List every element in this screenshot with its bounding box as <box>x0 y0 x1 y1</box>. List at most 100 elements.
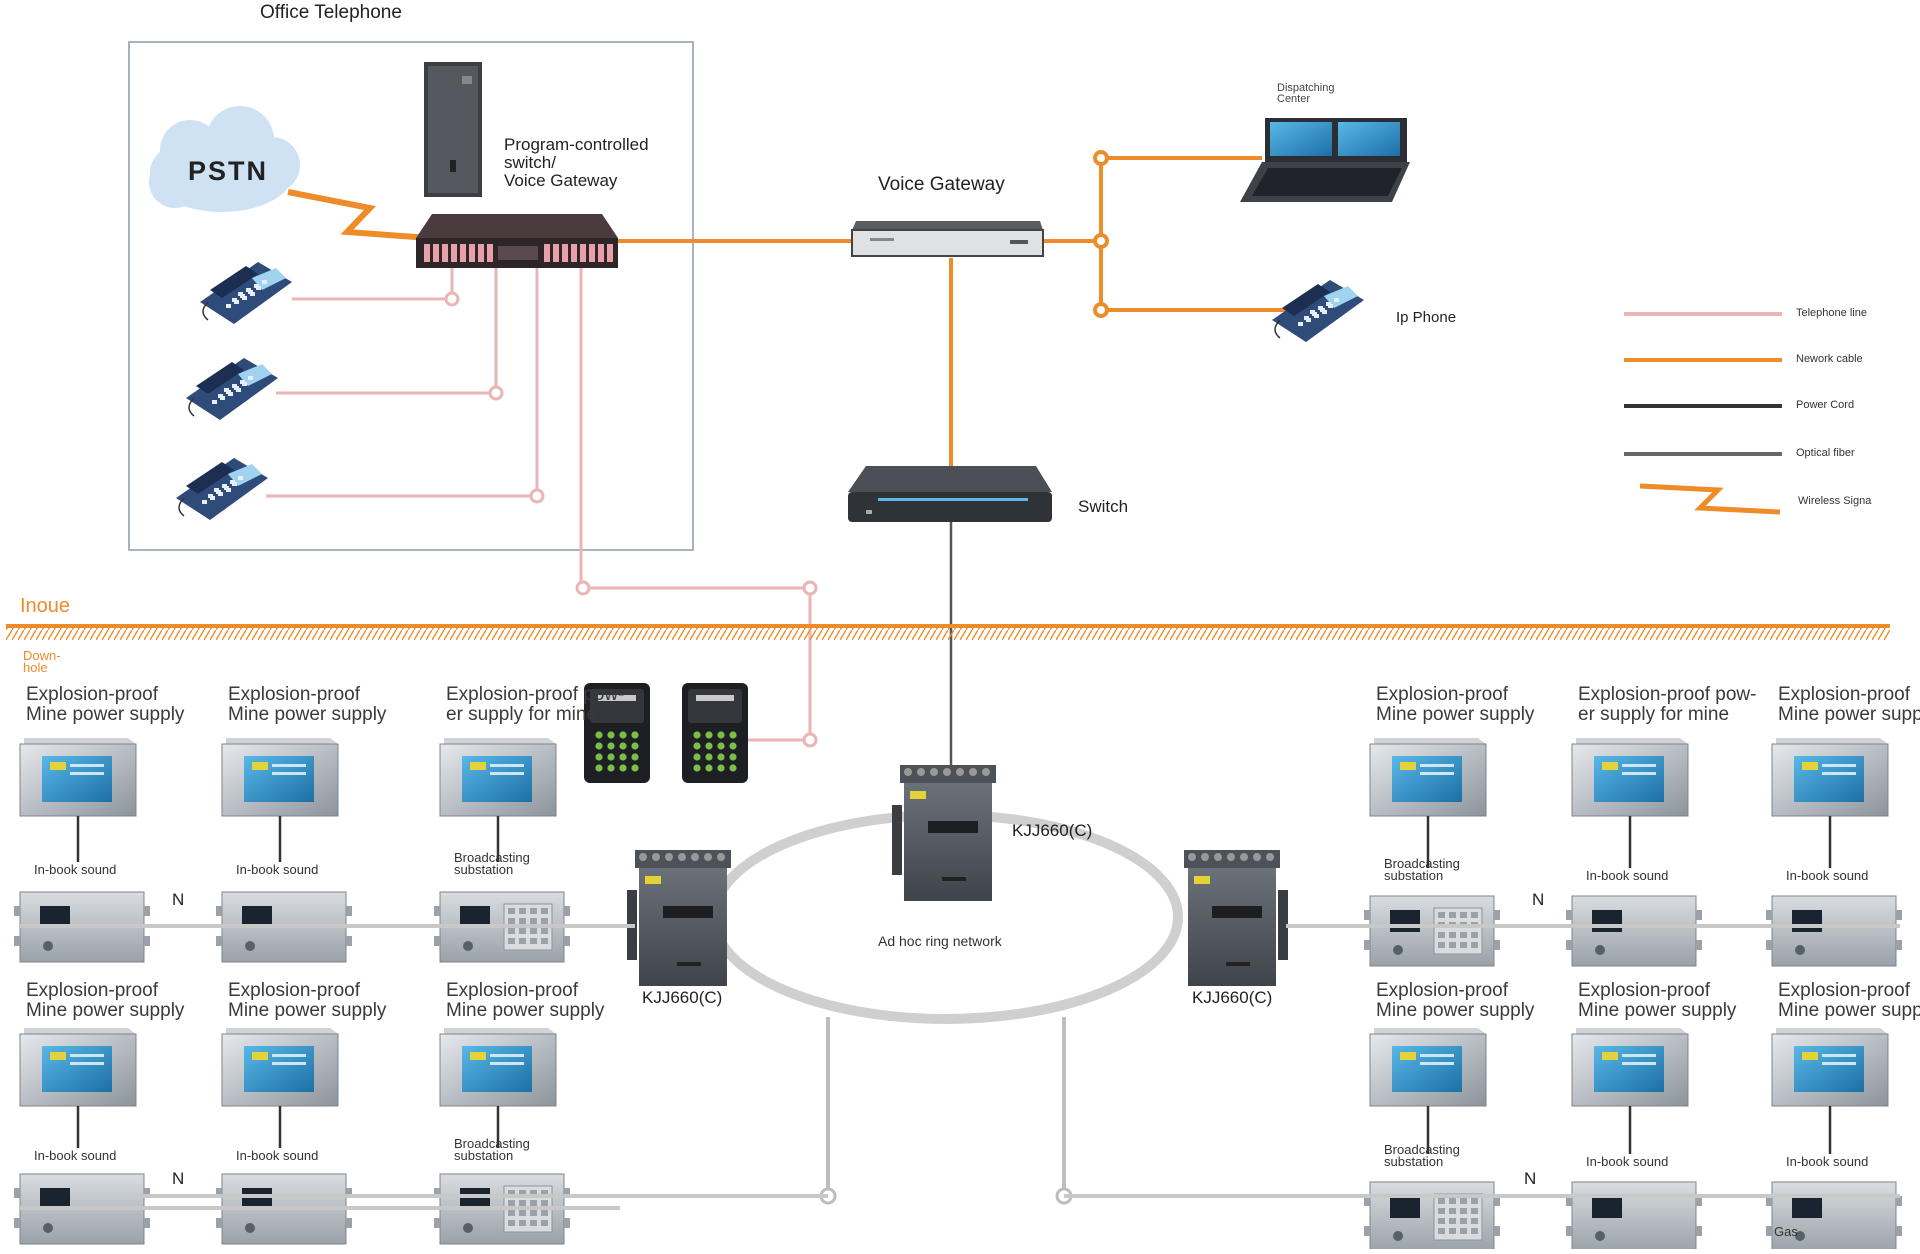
power-supply-label: Mine power supply <box>228 1000 387 1021</box>
power-supply-label: Mine power supply <box>26 704 185 725</box>
power-supply-label: Mine power supply <box>1376 704 1535 725</box>
gas-label: Gas <box>1774 1224 1798 1239</box>
power-supply-device <box>1771 1028 1889 1107</box>
ring-links <box>826 1017 1066 1196</box>
pbx-port <box>451 244 457 262</box>
legend-swatch <box>1639 483 1781 515</box>
power-supply-device <box>221 1028 339 1107</box>
ip-phone-icon <box>1272 280 1364 342</box>
dispatching-label-line-2: Center <box>1277 93 1310 105</box>
power-supply-device <box>19 738 137 817</box>
office-box <box>128 41 694 551</box>
pbx-port <box>487 244 493 262</box>
ip-phone-label: Ip Phone <box>1396 309 1456 326</box>
power-supply-label: er supply for mine <box>446 704 597 725</box>
pbx-port <box>442 244 448 262</box>
pbx-label: Program-controlled switch/ Voice Gateway <box>504 135 649 190</box>
sound-label: Broadcasting <box>454 1136 530 1151</box>
power-supply-label: Explosion-proof <box>1376 980 1509 1001</box>
power-supply-device <box>1571 738 1689 817</box>
pbx-port <box>460 244 466 262</box>
pbx-port <box>571 244 577 262</box>
pstn-label: PSTN <box>188 156 268 186</box>
power-supply-label: Explosion-proof <box>1376 684 1509 705</box>
kjj660-device: KJJ660(C) <box>1184 850 1288 1007</box>
power-supply-device <box>221 738 339 817</box>
office-title: Office Telephone <box>260 2 402 23</box>
network-junctions <box>1093 150 1109 318</box>
power-supply-label: Explosion-proof <box>1778 684 1911 705</box>
office-phone-icon <box>186 358 278 420</box>
sound-label: Broadcasting <box>454 850 530 865</box>
kjj660-device: KJJ660(C) <box>892 765 1092 901</box>
voice-gateway-label: Voice Gateway <box>878 174 1005 195</box>
power-supply-label: Mine power supply <box>228 704 387 725</box>
sound-label: Broadcasting <box>1384 856 1460 871</box>
legend-label: Nework cable <box>1796 353 1863 365</box>
power-supply-device <box>439 738 557 817</box>
telephone-lines <box>266 268 812 742</box>
sound-label: In-book sound <box>1586 868 1668 883</box>
power-supply-device <box>1571 1028 1689 1107</box>
sound-label: In-book sound <box>1786 1154 1868 1169</box>
sound-label: substation <box>454 862 513 877</box>
power-supply-label: Mine power supply <box>1778 704 1920 725</box>
sound-label: In-book sound <box>236 862 318 877</box>
in-book-sound-device <box>1566 895 1702 967</box>
broadcasting-substation-device <box>1364 1181 1500 1253</box>
pbx-port <box>553 244 559 262</box>
pbx-port <box>469 244 475 262</box>
power-supply-device <box>1771 738 1889 817</box>
pbx-port <box>580 244 586 262</box>
power-supply-label: Explosion-proof <box>228 980 361 1001</box>
in-book-sound-device <box>1766 1181 1902 1253</box>
wireless-signal-icon <box>287 189 431 241</box>
dispatching-center-label: Dispatching Center <box>1277 82 1334 105</box>
sound-label: In-book sound <box>1786 868 1868 883</box>
telephone-junctions <box>444 291 818 748</box>
pbx-port <box>478 244 484 262</box>
pbx-label-line-2: switch/ <box>504 153 556 172</box>
network-cables <box>618 156 1288 470</box>
n-label: N <box>1524 1169 1536 1188</box>
right-top-unit: Explosion-proof pow-er supply for mineIn… <box>1566 684 1756 967</box>
mine-telephone-icon <box>682 683 748 783</box>
n-label: N <box>172 890 184 909</box>
dispatching-console-icon <box>1240 118 1410 202</box>
sound-label: In-book sound <box>1586 1154 1668 1169</box>
pbx-port <box>424 244 430 262</box>
downhole-label-line-1: Down- <box>23 648 61 663</box>
power-supply-label: Mine power supply <box>446 1000 605 1021</box>
sound-label: Broadcasting <box>1384 1142 1460 1157</box>
power-supply-label: Mine power supply <box>1376 1000 1535 1021</box>
pbx-label-line-1: Program-controlled <box>504 135 649 154</box>
power-supply-device <box>439 1028 557 1107</box>
power-supply-device <box>19 1028 137 1107</box>
office-phone-icon <box>176 458 268 520</box>
ground-hatch <box>6 628 1890 640</box>
ip-phone-shape <box>1272 280 1364 342</box>
mine-telephone-icon <box>584 683 650 783</box>
surface-line <box>6 624 1890 628</box>
sound-label: substation <box>1384 1154 1443 1169</box>
in-book-sound-device <box>1766 895 1902 967</box>
kjj660-device: KJJ660(C) <box>627 850 731 1007</box>
legend-label: Telephone line <box>1796 307 1867 319</box>
legend-label: Optical fiber <box>1796 447 1855 459</box>
switch-device <box>848 466 1052 522</box>
n-label: N <box>1532 890 1544 909</box>
power-supply-label: Explosion-proof <box>26 980 159 1001</box>
power-supply-label: Explosion-proof pow- <box>1578 684 1756 705</box>
pbx-panel <box>498 246 538 260</box>
kjj660-label: KJJ660(C) <box>642 988 722 1007</box>
sound-label: In-book sound <box>34 1148 116 1163</box>
kjj660-label: KJJ660(C) <box>1192 988 1272 1007</box>
pbx-port <box>562 244 568 262</box>
power-supply-label: Explosion-proof <box>1778 980 1911 1001</box>
